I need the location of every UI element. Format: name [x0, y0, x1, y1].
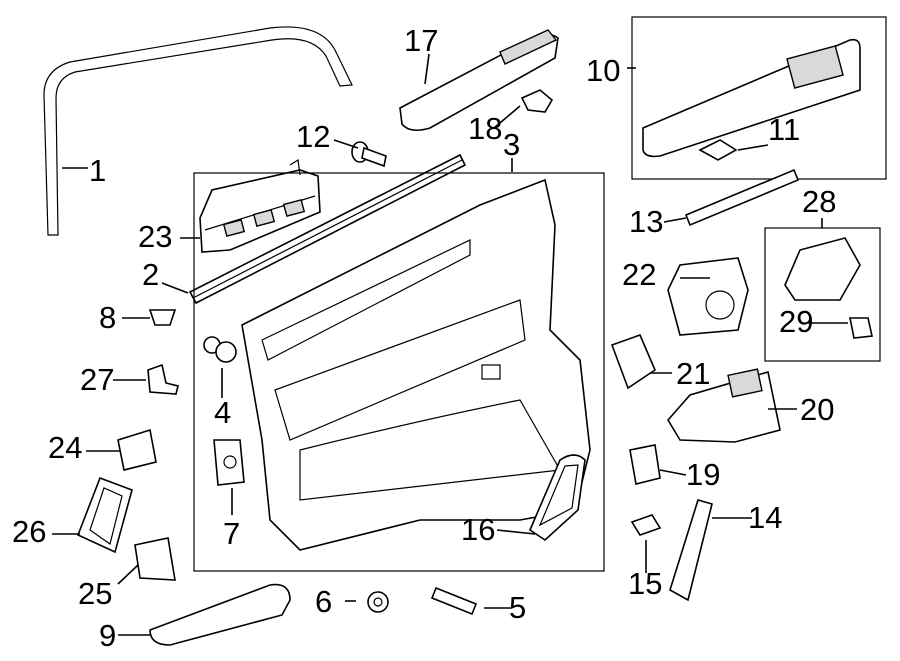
part-1-window-frame-seal: [43, 26, 353, 236]
callout-12: 12: [296, 119, 331, 154]
part-11-clip: [698, 139, 738, 161]
part-18-clip: [520, 89, 554, 113]
callout-24: 24: [48, 430, 83, 465]
part-9-lower-trim: [149, 583, 291, 646]
part-29-bolt: [849, 317, 873, 339]
callout-14: 14: [748, 500, 783, 535]
callout-21: 21: [676, 356, 711, 391]
part-16-speaker-grille: [529, 454, 586, 542]
callout-4: 4: [214, 395, 232, 430]
callout-3: 3: [503, 127, 521, 162]
part-7-bracket: [213, 439, 245, 486]
callout-29: 29: [779, 304, 814, 339]
callout-10: 10: [586, 53, 621, 88]
callout-1: 1: [89, 153, 107, 188]
part-15-clip: [630, 514, 662, 536]
callout-5: 5: [509, 590, 527, 625]
part-23-switch-panel: [199, 158, 321, 253]
part-26-bezel: [76, 476, 133, 554]
part-19-switch: [629, 444, 661, 485]
callout-7: 7: [223, 516, 241, 551]
callout-18: 18: [468, 111, 503, 146]
callout-11: 11: [768, 112, 801, 147]
callout-23: 23: [138, 219, 173, 254]
callout-16: 16: [461, 512, 496, 547]
part-4-clip: [203, 336, 237, 363]
callout-19: 19: [686, 457, 721, 492]
callout-6: 6: [315, 584, 333, 619]
part-5-screw: [430, 586, 478, 616]
part-13-strip: [684, 168, 800, 227]
part-10-switch-bezel-box: [631, 16, 887, 180]
callout-15: 15: [628, 566, 663, 601]
part-17-handle-trim: [399, 29, 559, 132]
part-24-switch: [117, 428, 157, 471]
part-21-switch: [610, 333, 656, 390]
part-8-retainer: [148, 309, 177, 326]
callout-2: 2: [142, 257, 160, 292]
part-28-assembly-box: [764, 227, 881, 362]
part-14-trim-strip: [669, 499, 713, 602]
leader-lines: [52, 53, 848, 636]
callout-20: 20: [800, 392, 835, 427]
part-3-door-trim-panel: [193, 172, 605, 572]
callout-26: 26: [12, 514, 47, 549]
callout-8: 8: [99, 300, 117, 335]
part-25-switch: [134, 537, 176, 581]
callout-17: 17: [404, 23, 439, 58]
callout-13: 13: [629, 204, 664, 239]
callout-28: 28: [802, 184, 837, 219]
callout-9: 9: [99, 618, 117, 653]
part-27-stud: [147, 363, 179, 395]
part-12-bolt: [351, 141, 387, 168]
part-20-window-switch: [667, 368, 781, 443]
callout-22: 22: [622, 257, 657, 292]
part-6-push-pin: [367, 591, 389, 613]
callout-27: 27: [80, 362, 115, 397]
callout-25: 25: [78, 576, 113, 611]
part-22-mirror-switch: [667, 257, 749, 336]
